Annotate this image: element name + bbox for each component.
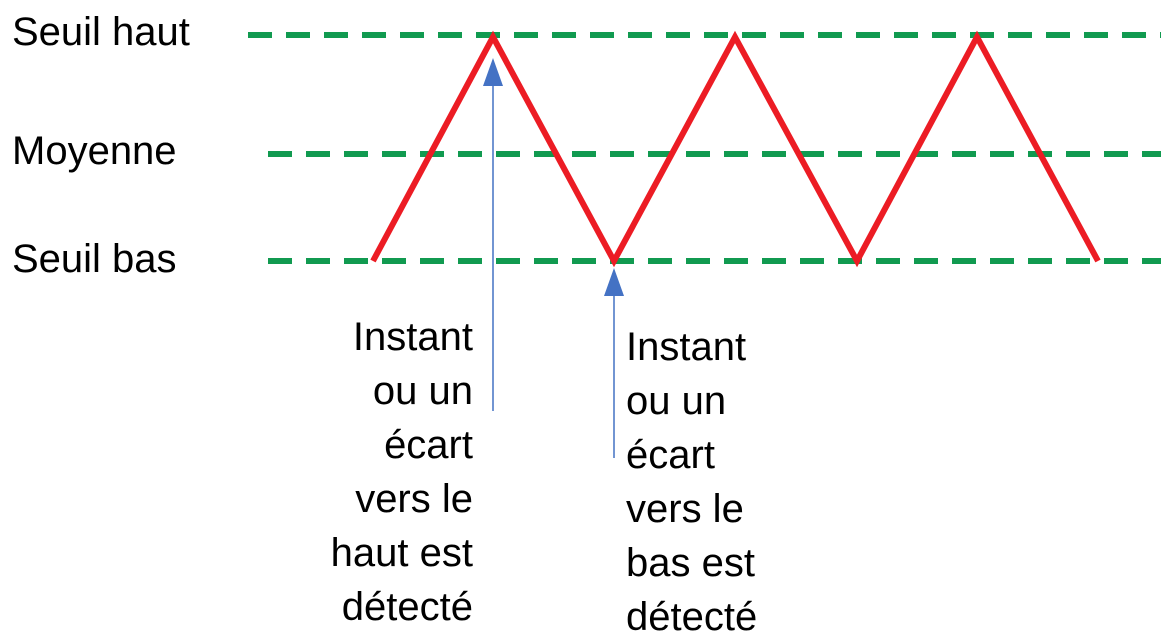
note-line: détecté xyxy=(341,585,473,629)
note-line: haut est xyxy=(330,531,473,575)
high-threshold-label: Seuil haut xyxy=(12,10,190,54)
downward-detection-note: Instant ou un écart vers le bas est déte… xyxy=(626,320,866,644)
downward-detection-arrow-icon xyxy=(604,268,624,296)
note-line: bas est xyxy=(626,541,755,585)
note-line: écart xyxy=(384,423,473,467)
mean-label: Moyenne xyxy=(12,129,177,173)
low-threshold-label: Seuil bas xyxy=(12,237,177,281)
upward-detection-arrow-icon xyxy=(483,58,503,86)
note-line: vers le xyxy=(355,477,473,521)
note-line: ou un xyxy=(372,369,473,413)
note-line: Instant xyxy=(352,315,473,359)
note-line: Instant xyxy=(626,325,747,369)
signal-zigzag xyxy=(370,30,1101,268)
note-line: ou un xyxy=(626,379,727,423)
note-line: vers le xyxy=(626,487,744,531)
upward-detection-note: Instant ou un écart vers le haut est dét… xyxy=(233,310,473,634)
note-line: écart xyxy=(626,433,715,477)
note-line: détecté xyxy=(626,595,758,639)
